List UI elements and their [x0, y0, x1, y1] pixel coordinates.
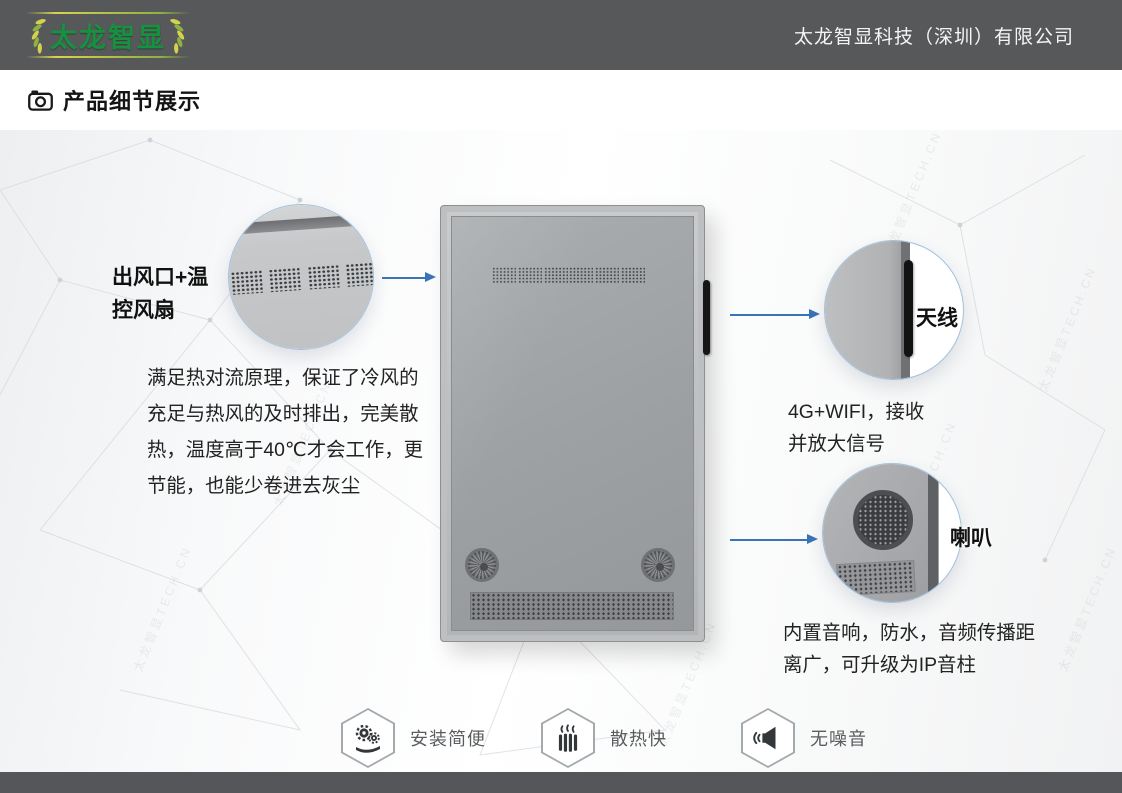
antenna-description-line2: 并放大信号	[788, 433, 885, 455]
heatsink-icon	[543, 710, 593, 766]
vent-slot	[595, 267, 620, 284]
antenna-description-line1: 4G+WIFI，接收	[788, 401, 925, 423]
feature-label: 无噪音	[810, 729, 867, 749]
product-detail-canvas: 太龙智显TECH.CN 太龙智显TECH.CN 太龙智显TECH.CN 太龙智显…	[0, 130, 1122, 772]
feature-easy-install: 安装简便	[341, 708, 486, 768]
product-panel-surface	[451, 216, 694, 631]
antenna-zoom	[903, 260, 913, 357]
vent-description: 满足热对流原理，保证了冷风的充足与热风的及时排出，完美散热，温度高于40℃才会工…	[147, 367, 424, 497]
speaker-description-line1: 内置音响，防水，音频传播距	[783, 622, 1036, 644]
arrow-right-icon	[382, 272, 436, 282]
page-title: 产品细节展示	[63, 89, 202, 114]
vent-slot	[345, 261, 373, 287]
cooling-fan-left	[465, 548, 499, 582]
camera-icon	[28, 89, 53, 111]
panel-surface	[825, 241, 906, 379]
antenna-callout-label: 天线	[916, 307, 958, 330]
vent-slot	[620, 267, 645, 284]
laurel-right-icon	[170, 19, 185, 54]
vent-slot	[517, 267, 542, 284]
top-vent-row	[492, 267, 645, 284]
arrow-right-icon	[730, 534, 818, 544]
vent-slot	[492, 267, 516, 284]
zoomed-vent-row	[230, 261, 373, 295]
feature-no-noise: 无噪音	[741, 708, 867, 768]
antenna	[703, 280, 710, 355]
feature-fast-cooling: 散热快	[541, 708, 667, 768]
speaker-callout-label: 喇叭	[950, 527, 992, 550]
vent-slot	[268, 267, 302, 293]
bottom-grille	[470, 592, 674, 620]
vent-callout-label: 出风口+温控风扇	[112, 266, 209, 322]
panel-frame-edge	[927, 464, 938, 602]
vent-detail-circle	[228, 204, 374, 350]
product-back-panel-image	[440, 205, 710, 642]
antenna-detail-circle	[824, 240, 964, 380]
logo: 太龙智显	[22, 11, 194, 59]
section-title-row: 产品细节展示	[0, 70, 1122, 130]
panel-frame-edge	[229, 213, 373, 236]
laurel-left-icon	[31, 19, 46, 54]
company-name: 太龙智显科技（深圳）有限公司	[793, 26, 1074, 48]
install-gears-hand-icon	[343, 710, 393, 766]
vent-slot	[543, 267, 568, 284]
hexagon-badge	[341, 708, 395, 768]
speaker-driver-zoom	[853, 490, 913, 550]
speaker-description-line2: 离广，可升级为IP音柱	[783, 654, 976, 676]
logo-text: 太龙智显	[50, 22, 166, 53]
no-noise-speaker-icon	[743, 710, 793, 766]
vent-zoom-view	[229, 205, 373, 349]
arrow-right-icon	[730, 309, 820, 319]
speaker-grille-zoom	[836, 559, 916, 597]
vent-slot	[230, 269, 264, 295]
hexagon-badge	[541, 708, 595, 768]
hexagon-badge	[741, 708, 795, 768]
vent-slot	[306, 264, 340, 290]
speaker-detail-circle	[822, 463, 962, 603]
feature-label: 安装简便	[410, 729, 486, 749]
feature-label: 散热快	[610, 729, 667, 749]
footer-bar	[0, 772, 1122, 793]
cooling-fan-right	[641, 548, 675, 582]
header: 太龙智显 太龙智显科技（深圳）有限公司	[0, 0, 1122, 70]
vent-slot	[569, 267, 594, 284]
